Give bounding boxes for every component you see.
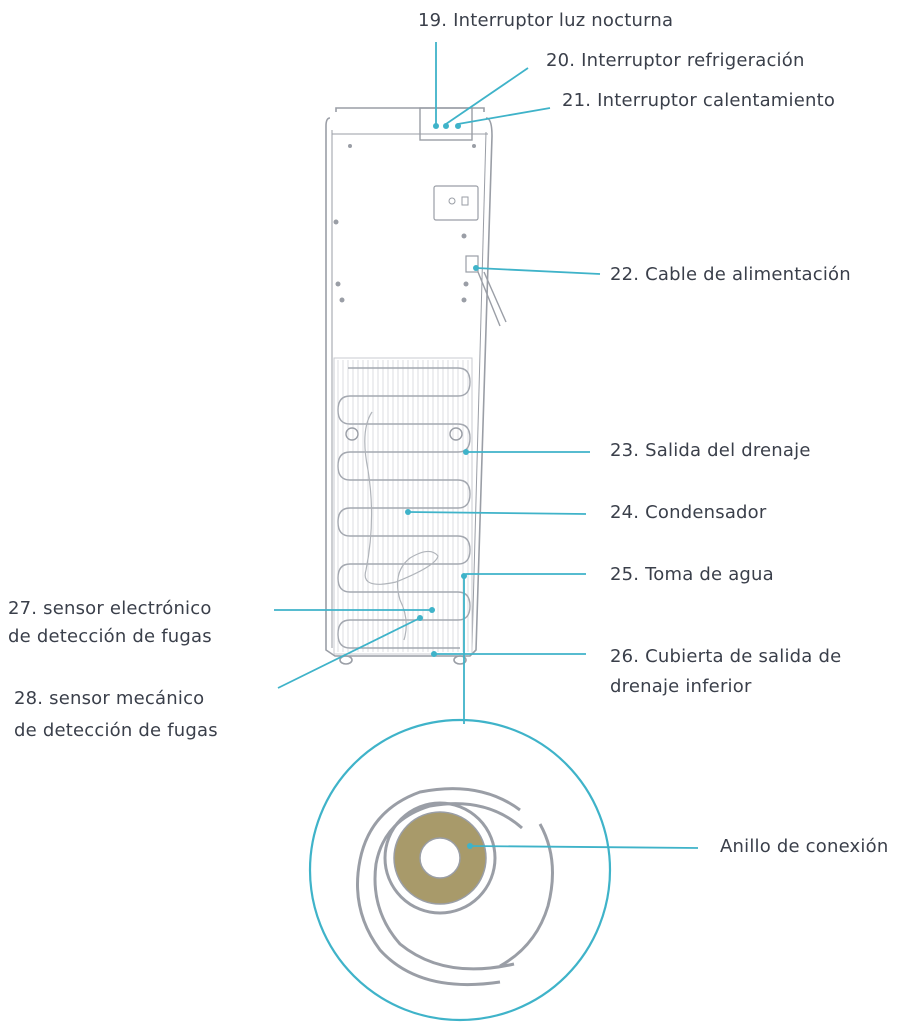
- dispenser-body: [325, 107, 507, 665]
- label-19-night-light-switch: 19. Interruptor luz nocturna: [418, 10, 674, 31]
- connection-detail: [308, 718, 612, 1022]
- label-27-electronic-sensor-line2: de detección de fugas: [8, 626, 212, 647]
- label-28-mechanical-sensor-line2: de detección de fugas: [14, 720, 218, 741]
- screw-dots: [333, 144, 476, 303]
- label-connection-ring: Anillo de conexión: [720, 836, 889, 857]
- label-26-drain-cover-line1: 26. Cubierta de salida de: [610, 646, 842, 667]
- label-27-electronic-sensor-line1: 27. sensor electrónico: [8, 598, 212, 619]
- condenser: [333, 357, 473, 655]
- leader-lines: [274, 42, 699, 849]
- label-28-mechanical-sensor-line1: 28. sensor mecánico: [14, 688, 205, 709]
- leader-dots: [405, 123, 479, 849]
- label-21-heating-switch: 21. Interruptor calentamiento: [562, 90, 836, 111]
- label-20-cooling-switch: 20. Interruptor refrigeración: [546, 50, 805, 71]
- label-25-water-inlet: 25. Toma de agua: [610, 564, 774, 585]
- label-23-drain-outlet: 23. Salida del drenaje: [610, 440, 811, 461]
- label-24-condenser: 24. Condensador: [610, 502, 767, 523]
- label-26-drain-cover-line2: drenaje inferior: [610, 676, 752, 697]
- label-22-power-cable: 22. Cable de alimentación: [610, 264, 851, 285]
